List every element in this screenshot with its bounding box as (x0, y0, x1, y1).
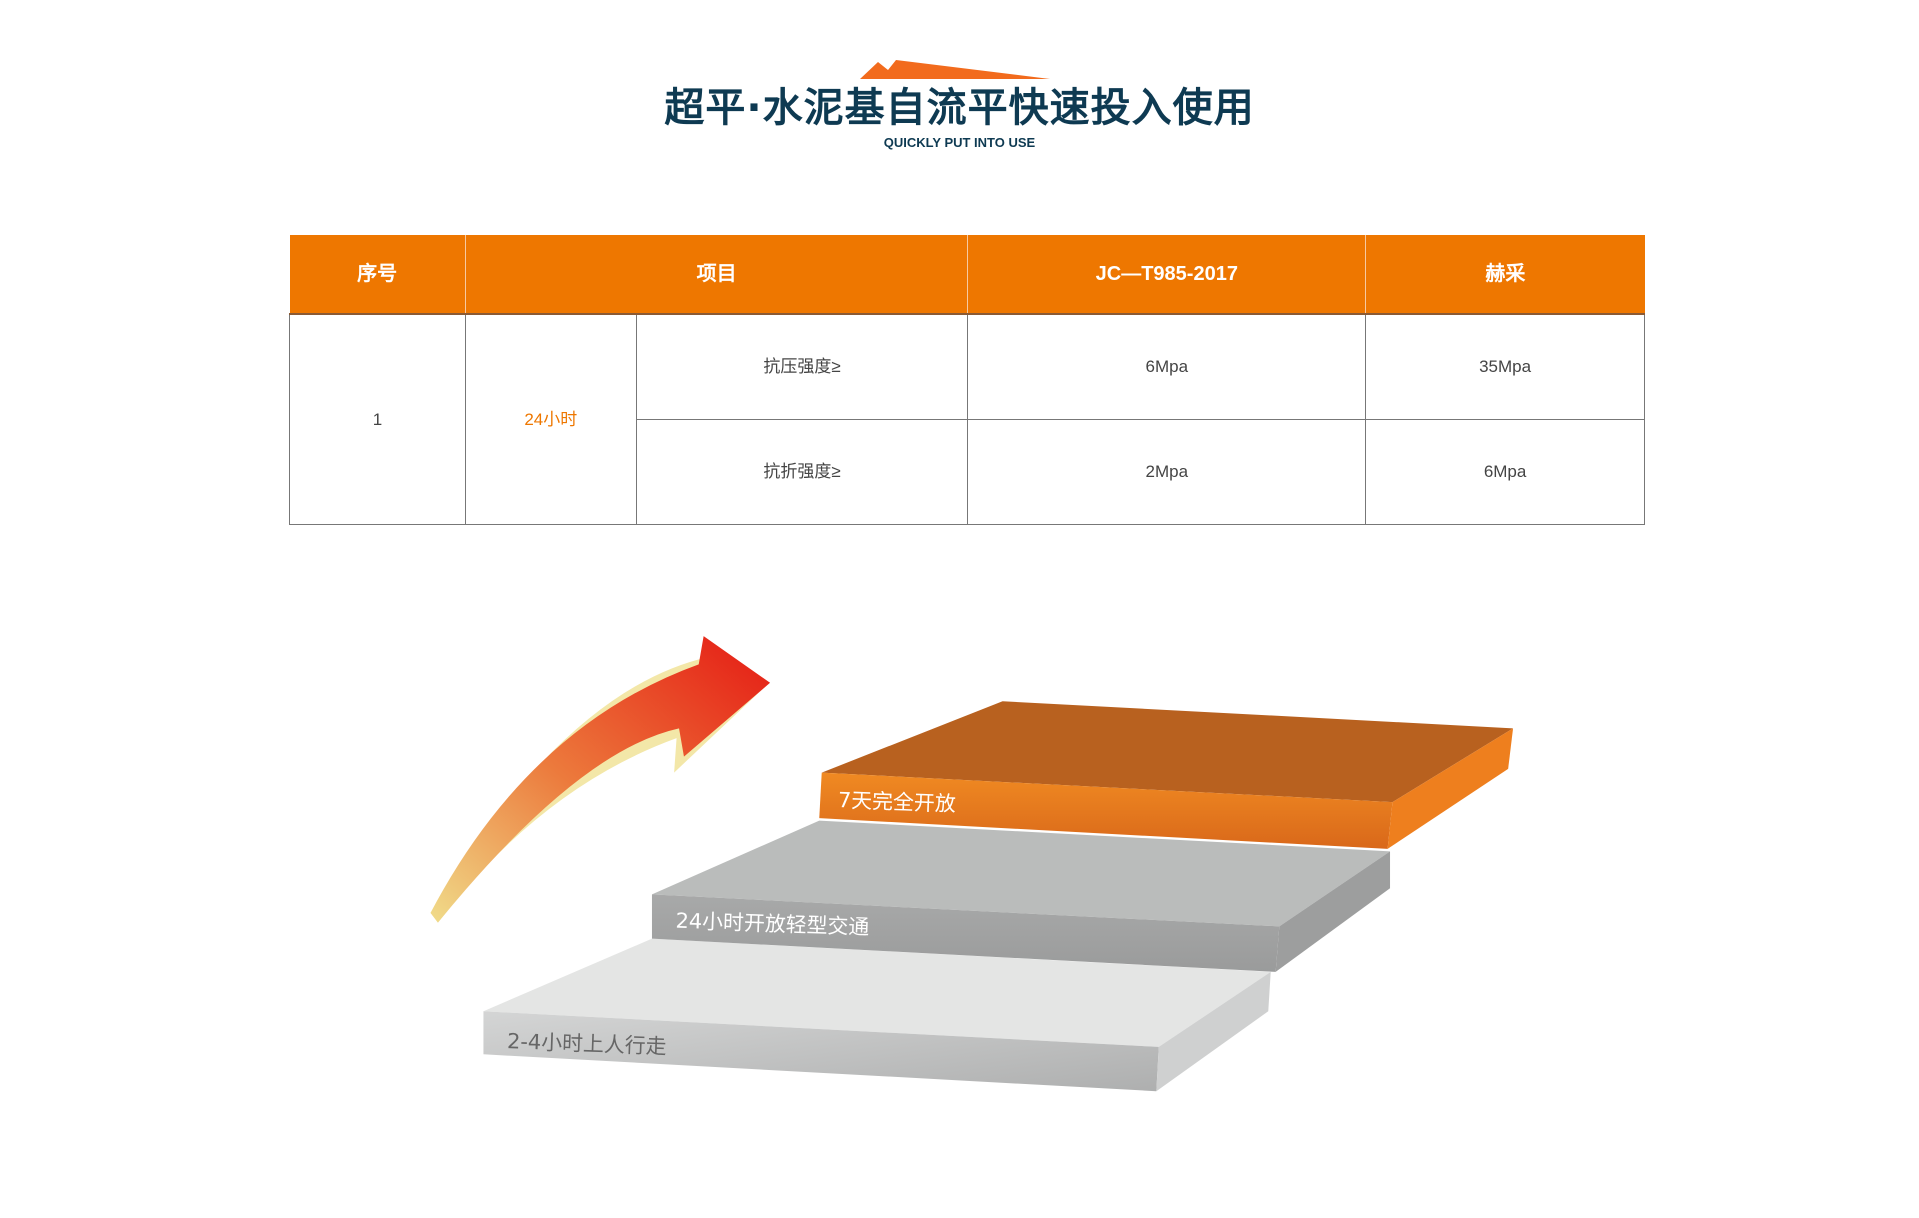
page-title: 超平·水泥基自流平快速投入使用 (664, 85, 1255, 131)
header-item: 项目 (464, 235, 968, 315)
header-hecai: 赫采 (1365, 235, 1645, 315)
page-subtitle: QUICKLY PUT INTO USE (883, 135, 1036, 150)
spec-table: 序号 项目 JC—T985-2017 赫采 1 24小时 抗压强度≥ 6Mpa … (289, 235, 1645, 525)
cell-hecai: 35Mpa (1365, 313, 1645, 420)
step-middle: 24小时开放轻型交通 (651, 820, 1391, 972)
cell-standard: 2Mpa (967, 419, 1367, 525)
step-bottom-label: 2-4小时上人行走 (507, 1029, 667, 1059)
cell-item: 抗折强度≥ (635, 419, 969, 525)
table-row: 抗折强度≥ 2Mpa 6Mpa (290, 419, 1645, 525)
step-bottom: 2-4小时上人行走 (483, 938, 1271, 1092)
cell-index: 1 (289, 313, 466, 525)
header-standard: JC—T985-2017 (967, 235, 1366, 315)
cell-standard: 6Mpa (967, 313, 1367, 420)
table-row: 1 24小时 抗压强度≥ 6Mpa 35Mpa (289, 313, 1645, 525)
step-top: 7天完全开放 (819, 701, 1514, 849)
mountain-logo-icon (860, 60, 1050, 79)
cell-hecai: 6Mpa (1365, 419, 1645, 525)
step-top-label: 7天完全开放 (838, 788, 957, 816)
up-arrow-icon (430, 636, 771, 923)
header-index: 序号 (289, 235, 466, 315)
cell-period: 24小时 (464, 313, 637, 525)
table-header-row: 序号 项目 JC—T985-2017 赫采 (289, 235, 1645, 315)
